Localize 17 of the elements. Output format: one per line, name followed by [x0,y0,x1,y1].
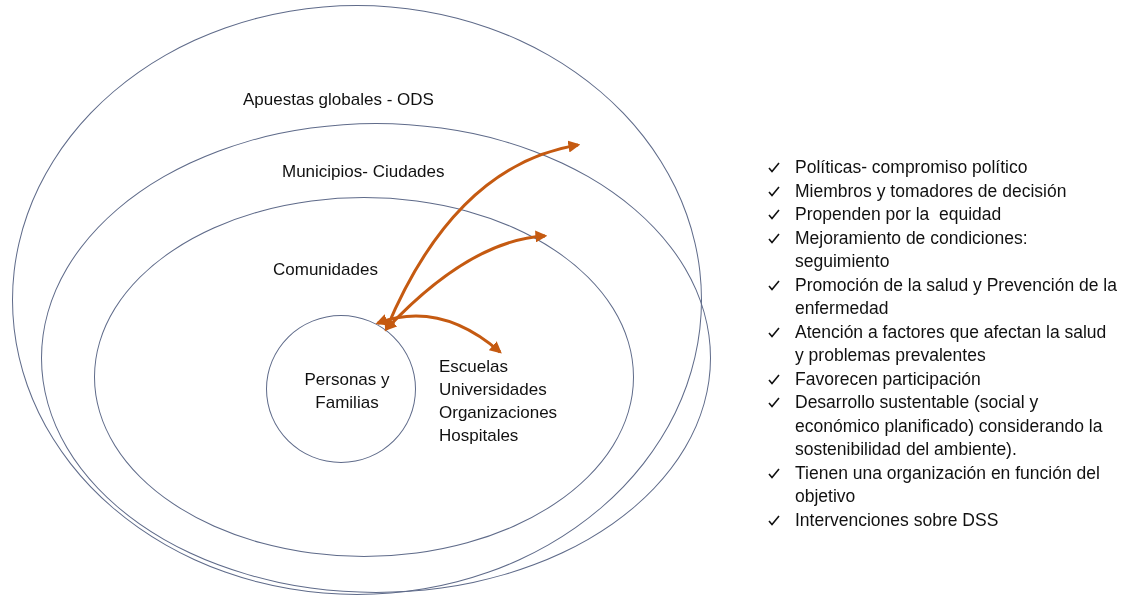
list-item: Promoción de la salud y Prevención de la enfermedad [795,273,1117,320]
list-item: Miembros y tomadores de decisión [795,179,1068,203]
node-text: Escuelas Universidades Organizaciones Hospitales [439,356,559,447]
list-item: Tienen una organización en función del objetivo [795,461,1101,508]
list-item: Desarrollo sustentable (social y económico planificado) considerando la sostenibilidad del ambiente). [795,391,1104,461]
list-item: Atención a factores que afectan la salud y problemas prevalentes [795,320,1108,367]
list-item: Favorecen participación [795,367,982,391]
ellipse-label: Apuestas globales - ODS [243,89,435,111]
ellipse-label: Comunidades [273,259,379,281]
double-arrow [384,231,548,332]
ellipse-label: Municipios- Ciudades [282,161,446,183]
list-item: Políticas- compromiso político [795,156,1029,179]
list-item: Intervenciones sobre DSS [795,508,1000,532]
ellipse-label: Personas y Familias [303,369,391,414]
list-item: Propenden por la equidad [795,203,1003,226]
double-arrow [375,314,502,354]
list-item: Mejoramiento de condiciones: seguimiento [795,226,1029,273]
